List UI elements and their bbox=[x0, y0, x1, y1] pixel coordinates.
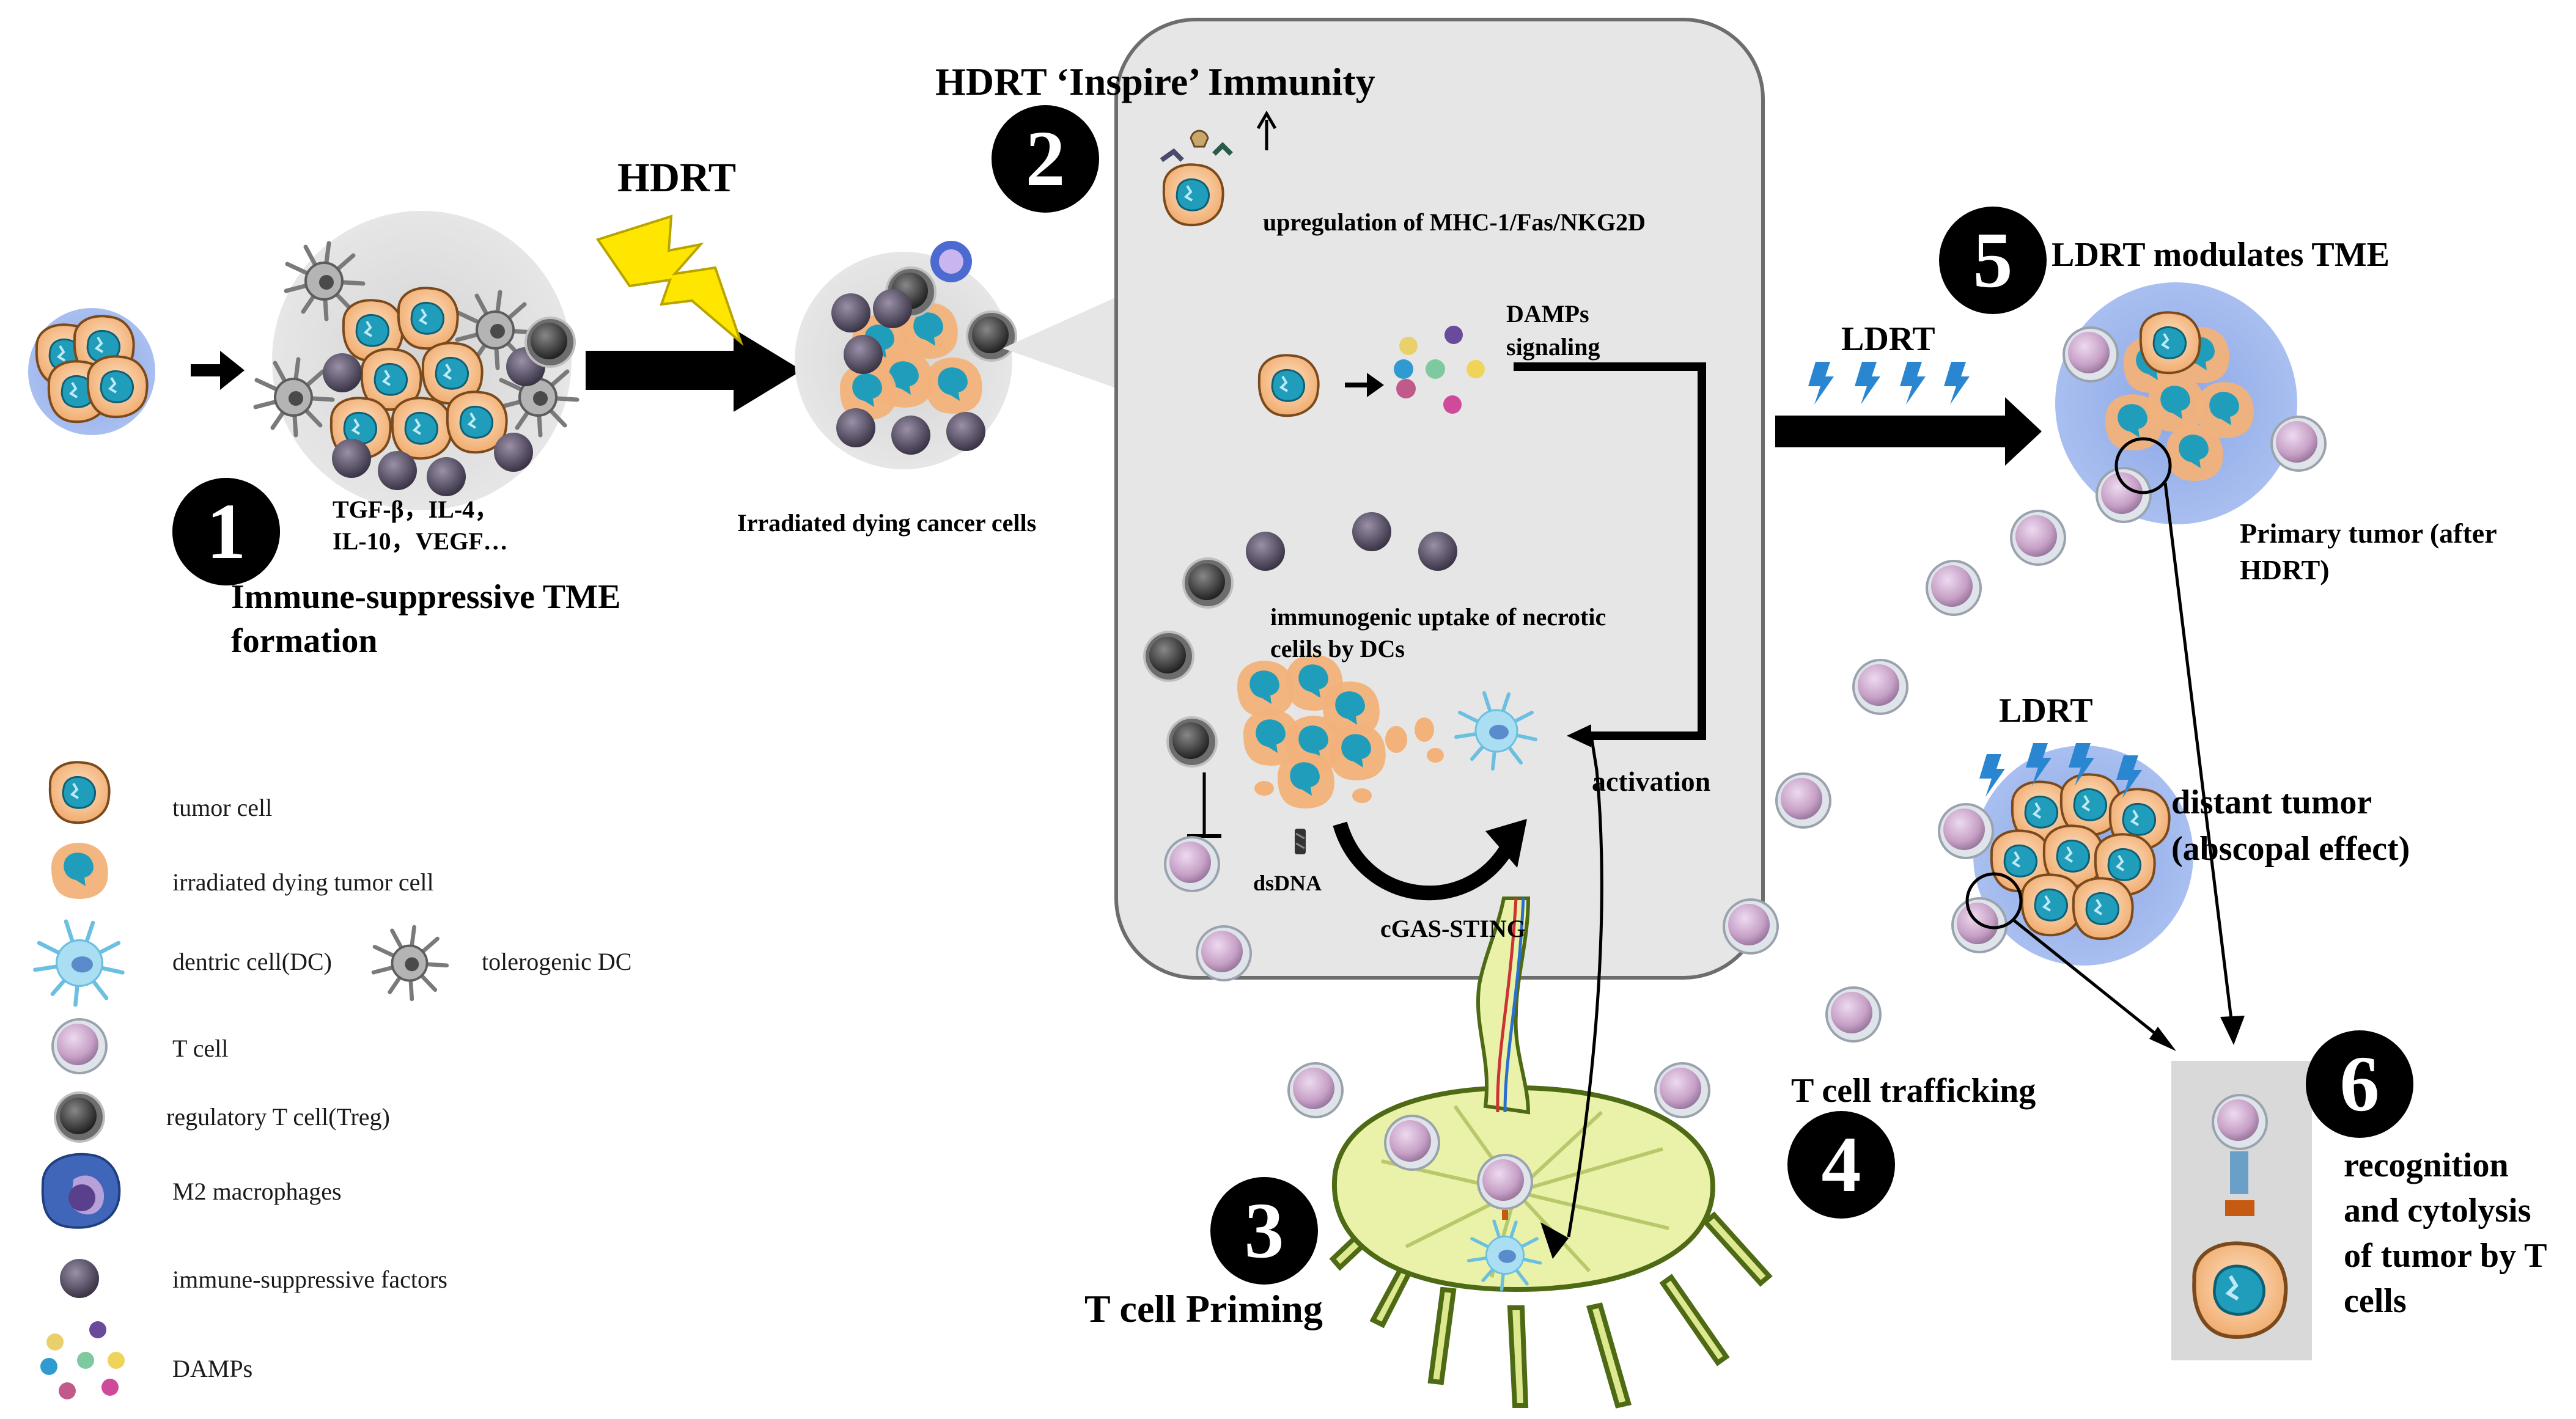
ldrt-arrow bbox=[1775, 397, 2042, 466]
step-2-panel bbox=[1114, 18, 1765, 980]
panel-t-cell bbox=[1164, 836, 1220, 892]
inhibition-line bbox=[1187, 772, 1221, 838]
step-6-label-line4: cells bbox=[2344, 1282, 2407, 1320]
step-6-label-line1: recognition bbox=[2344, 1146, 2509, 1184]
distant-tumor-line1: distant tumor bbox=[2171, 783, 2372, 821]
uptake-label-line1: immunogenic uptake of necrotic bbox=[1270, 603, 1606, 631]
legend-damps: DAMPs bbox=[172, 1355, 253, 1382]
hdrt-label: HDRT bbox=[617, 154, 737, 200]
step-1-label-line1: Immune-suppressive TME bbox=[231, 578, 621, 616]
cytokines-line2: IL-10，VEGF… bbox=[333, 527, 508, 555]
ldrt-top-label: LDRT bbox=[1841, 320, 1935, 358]
necrotic-cell-cluster bbox=[1237, 654, 1444, 809]
step-2-label: HDRT ‘Inspire’ Immunity bbox=[935, 60, 1375, 103]
step-3-label: T cell Priming bbox=[1084, 1287, 1323, 1330]
step-5-label: LDRT modulates TME bbox=[2052, 236, 2390, 274]
legend-m2-macrophages: M2 macrophages bbox=[172, 1178, 342, 1205]
uptake-label-line2: celils by DCs bbox=[1270, 635, 1405, 662]
distant-tumor-line2: (abscopal effect) bbox=[2171, 830, 2410, 868]
dsdna-label: dsDNA bbox=[1253, 871, 1322, 895]
irradiated-dying-label: Irradiated dying cancer cells bbox=[737, 509, 1037, 537]
step-1-number: 1 bbox=[172, 478, 280, 585]
step-3-number: 3 bbox=[1210, 1177, 1318, 1285]
damps-release bbox=[1257, 326, 1485, 417]
cgas-sting-arrow bbox=[1333, 821, 1513, 901]
recognition-arrows bbox=[2011, 482, 2234, 1044]
legend-icons bbox=[35, 761, 446, 1399]
step-4-label: T cell trafficking bbox=[1791, 1072, 2036, 1110]
irradiated-dying-cells bbox=[795, 241, 1017, 469]
legend-tumor-cell: tumor cell bbox=[172, 794, 273, 821]
immune-suppressive-tme bbox=[256, 211, 577, 510]
zoom-wedge bbox=[1003, 293, 1125, 391]
step-2-number: 2 bbox=[992, 105, 1099, 213]
activation-label: activation bbox=[1592, 766, 1711, 797]
primary-tumor-line2: HDRT) bbox=[2240, 554, 2330, 585]
step-5-number: 5 bbox=[1939, 207, 2047, 314]
arrow-to-tme bbox=[191, 351, 245, 390]
cgas-sting-label: cGAS-STING bbox=[1380, 915, 1526, 942]
legend-tolerogenic-dc: tolerogenic DC bbox=[482, 948, 632, 975]
ldrt-bolts-top bbox=[1808, 362, 1970, 405]
legend-suppressive-factors: immune-suppressive factors bbox=[172, 1266, 447, 1293]
primary-tumor-line1: Primary tumor (after bbox=[2240, 518, 2497, 549]
activation-signal-line bbox=[1514, 362, 1706, 740]
dsdna-fragment bbox=[1295, 829, 1306, 854]
lymph-node bbox=[1329, 897, 1773, 1409]
legend-irradiated-dying-tumor-cell: irradiated dying tumor cell bbox=[172, 868, 434, 896]
upregulation-label: upregulation of MHC-1/Fas/NKG2D bbox=[1263, 208, 1646, 236]
upregulated-tumor-cell bbox=[1160, 111, 1277, 227]
cytokines-line1: TGF-β，IL-4， bbox=[333, 496, 499, 523]
step-4-number: 4 bbox=[1787, 1111, 1895, 1219]
step-6-number: 6 bbox=[2306, 1030, 2413, 1138]
step-6-label-line2: and cytolysis bbox=[2344, 1192, 2531, 1230]
small-tumor-cluster bbox=[28, 308, 155, 435]
hdrt-arrow bbox=[586, 329, 802, 412]
damps-label-line1: DAMPs bbox=[1506, 300, 1589, 328]
legend-t-cell: T cell bbox=[172, 1035, 229, 1062]
legend-treg: regulatory T cell(Treg) bbox=[166, 1103, 390, 1131]
damps-label-line2: signaling bbox=[1506, 333, 1600, 361]
step-1-label-line2: formation bbox=[231, 622, 378, 660]
step-6-label-line3: of tumor by T bbox=[2344, 1237, 2547, 1275]
priming-return-line bbox=[1567, 739, 1603, 1238]
distant-tumor bbox=[1938, 743, 2193, 966]
lightning-icon bbox=[595, 215, 744, 346]
ldrt-distant-label: LDRT bbox=[1999, 692, 2093, 730]
legend-dendritic-cell: dentric cell(DC) bbox=[172, 948, 332, 975]
cytolysis-box bbox=[2171, 1061, 2312, 1360]
primary-tumor bbox=[2055, 282, 2327, 524]
